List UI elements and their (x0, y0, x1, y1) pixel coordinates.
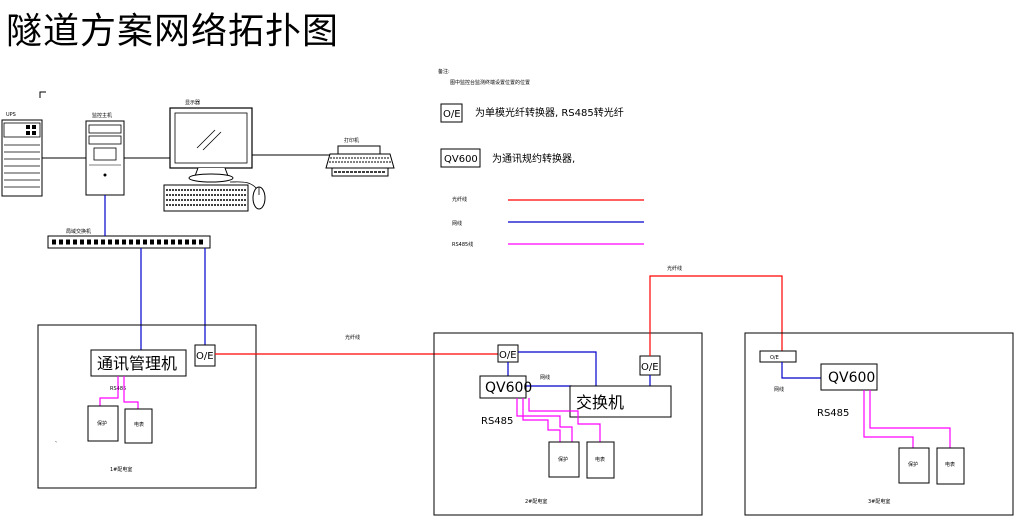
cabinet-1-oe-label: O/E (196, 351, 214, 362)
cabinet-2-meter-box (586, 441, 615, 479)
cabinet-2-oe1-label: O/E (499, 350, 517, 361)
legend-oe-label: O/E (443, 109, 461, 120)
legend-note-title: 备注: (438, 68, 450, 75)
cabinet-3: O/E 网线 QV600 RS485 保护 电表 3#配电室 (744, 332, 1014, 516)
cabinet-1-protect-box (87, 405, 119, 442)
cabinet-1-meter-label: 电表 (134, 421, 144, 428)
legend: 备注: 图中监控台监测终端设置位置的位置 O/E 为单模光纤转换器, RS485… (438, 68, 644, 248)
legend-fiber-label: 光纤线 (452, 196, 467, 203)
cabinet-2-oe2-label: O/E (641, 362, 659, 373)
cabinet-2-caption: 2#配电室 (525, 498, 547, 505)
host-label: 监控主机 (92, 112, 112, 119)
cabinet-1-oe-box (194, 344, 216, 367)
cabinet-3-qv600-label: QV600 (828, 370, 875, 386)
legend-oe-symbol (440, 103, 463, 123)
comm-manager-box (90, 349, 187, 377)
legend-qv-desc: 为通讯规约转换器, (492, 152, 575, 165)
legend-note-text: 图中监控台监测终端设置位置的位置 (450, 79, 530, 86)
legend-net-label: 网线 (452, 220, 462, 227)
monitor-label: 显示器 (185, 100, 200, 106)
cabinet-2-net-label: 网线 (540, 374, 550, 381)
host-computer-icon: 监控主机 (85, 112, 125, 196)
cabinet-1-caption: 1#配电室 (110, 466, 132, 473)
ups-label: UPS (6, 112, 16, 118)
legend-oe-desc: 为单模光纤转换器, RS485转光纤 (475, 106, 624, 119)
cabinet-3-rs485-label: RS485 (817, 408, 849, 419)
cabinet-2: O/E O/E 网线 QV600 交换机 RS485 保护 电表 2#配电室 (433, 332, 703, 516)
cabinet-2-rs485-label: RS485 (481, 416, 513, 427)
cabinet-2-protect-box (548, 441, 580, 478)
cabinet-1-meter-box (124, 408, 153, 444)
svg-text:、: 、 (55, 438, 60, 444)
cabinet-3-caption: 3#配电室 (868, 498, 890, 505)
cabinet-1-protect-label: 保护 (97, 420, 107, 427)
cabinet-1: 通讯管理机 O/E RS485 保护 电表 、 1#配电室 (37, 324, 257, 489)
legend-rs485-label: RS485线 (452, 241, 473, 248)
cabinet-3-protect-label: 保护 (908, 461, 918, 468)
cabinet-3-net-label: 网线 (774, 386, 784, 393)
cabinet-2-protect-label: 保护 (558, 456, 568, 463)
ups-icon: UPS (1, 112, 43, 197)
cabinet-3-meter-label: 电表 (945, 461, 955, 468)
lan-switch-label: 局域交换机 (66, 228, 91, 235)
legend-qv-symbol (440, 148, 481, 168)
cabinet-2-qv600-label: QV600 (485, 380, 532, 396)
cabinet-2-switch-label: 交换机 (576, 393, 624, 412)
cabinet-2-meter-label: 电表 (595, 456, 605, 463)
cabinet-3-meter-box (936, 447, 965, 485)
keyboard-icon (163, 184, 249, 212)
printer-label: 打印机 (344, 137, 359, 144)
cabinet-2-qv600-box (479, 375, 527, 399)
monitor-icon: 显示器 (169, 100, 253, 183)
printer-icon: 打印机 (325, 137, 395, 177)
fiber-link-1-label: 光纤线 (345, 334, 360, 341)
cabinet-3-protect-box (898, 447, 930, 484)
cabinet-2-switch-box (569, 385, 672, 418)
mouse-icon (229, 181, 266, 210)
lan-switch-icon: 局域交换机 (47, 228, 211, 249)
cabinet-3-qv600-box (820, 363, 878, 391)
cabinet-3-oe-label: O/E (770, 355, 779, 361)
page-title: 隧道方案网络拓扑图 (6, 11, 340, 52)
fiber-link-2 (649, 275, 783, 356)
comm-manager-label: 通讯管理机 (97, 354, 177, 373)
fiber-link-2-label: 光纤线 (667, 265, 682, 272)
legend-qv-label: QV600 (444, 154, 478, 165)
cabinet-3-oe-box (759, 350, 797, 363)
